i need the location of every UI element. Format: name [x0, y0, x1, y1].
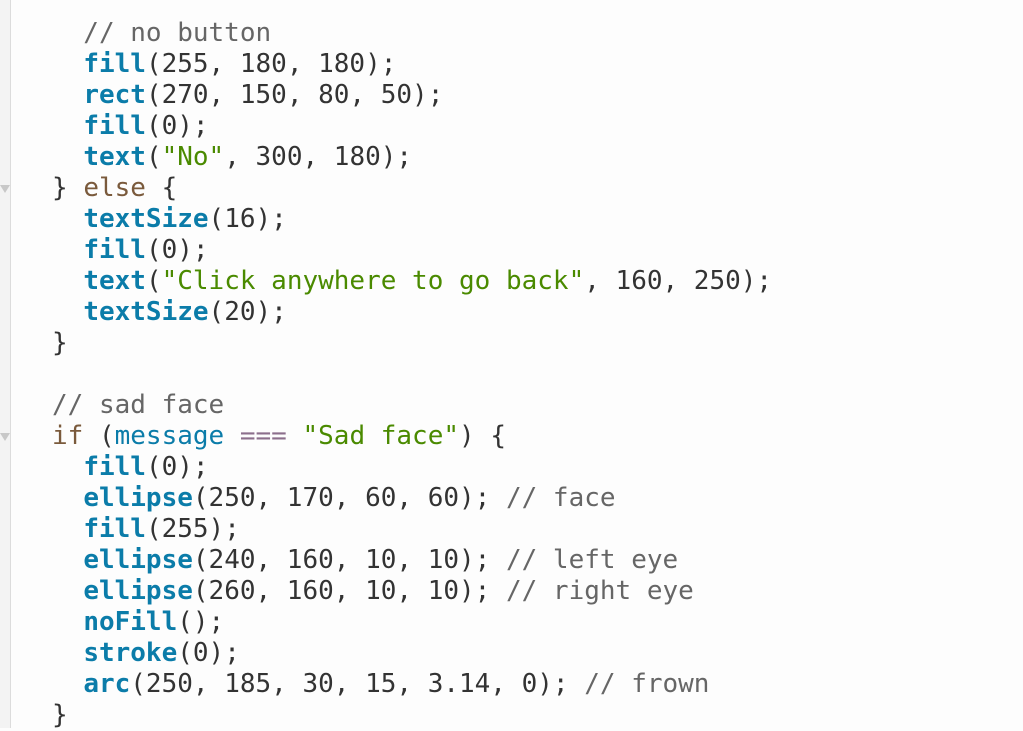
code-text: (16);: [208, 204, 287, 234]
string-token: "Click anywhere to go back": [161, 266, 585, 296]
code-text: [224, 421, 240, 451]
code-text: [52, 204, 83, 234]
function-token: ellipse: [83, 576, 193, 606]
keyword-token: else: [83, 173, 146, 203]
function-token: text: [83, 142, 146, 172]
code-line[interactable]: stroke(0);: [52, 638, 772, 669]
string-token: "No": [161, 142, 225, 172]
code-line[interactable]: textSize(16);: [52, 204, 772, 235]
function-token: ellipse: [83, 483, 193, 513]
comment-token: // left eye: [505, 545, 679, 575]
code-line[interactable]: fill(0);: [52, 111, 772, 142]
function-token: ellipse: [83, 545, 193, 575]
code-line[interactable]: ellipse(250, 170, 60, 60); // face: [52, 483, 772, 514]
code-text: (20);: [208, 297, 287, 327]
code-text: [287, 421, 303, 451]
function-token: arc: [83, 669, 131, 699]
code-text: [52, 607, 83, 637]
code-text: [52, 514, 83, 544]
code-line[interactable]: if (message === "Sad face") {: [52, 421, 772, 452]
code-text: (270, 150, 80, 50);: [145, 80, 444, 110]
function-token: fill: [83, 514, 146, 544]
code-text: }: [52, 328, 68, 358]
code-text: [52, 297, 83, 327]
code-line[interactable]: rect(270, 150, 80, 50);: [52, 80, 772, 111]
function-token: fill: [83, 235, 146, 265]
function-token: text: [83, 266, 146, 296]
code-text: (250, 170, 60, 60);: [192, 483, 506, 513]
code-line[interactable]: arc(250, 185, 30, 15, 3.14, 0); // frown: [52, 669, 772, 700]
code-line[interactable]: }: [52, 328, 772, 359]
code-text: (255, 180, 180);: [145, 49, 397, 79]
code-line[interactable]: text("No", 300, 180);: [52, 142, 772, 173]
code-text: {: [145, 173, 178, 203]
code-text: [52, 80, 83, 110]
code-text: [52, 638, 83, 668]
code-text: }: [52, 700, 68, 730]
code-text: [52, 545, 83, 575]
function-token: stroke: [83, 638, 178, 668]
function-token: textSize: [83, 297, 209, 327]
code-line[interactable]: fill(0);: [52, 235, 772, 266]
code-line[interactable]: textSize(20);: [52, 297, 772, 328]
code-text: (: [145, 266, 162, 296]
code-text: (0);: [177, 638, 240, 668]
code-line[interactable]: [52, 359, 772, 390]
function-token: fill: [83, 111, 146, 141]
comment-token: // sad face: [52, 390, 225, 420]
code-text: [52, 235, 83, 265]
function-token: fill: [83, 452, 146, 482]
variable-token: message: [114, 421, 225, 451]
code-text: [52, 142, 83, 172]
code-text: (: [83, 421, 115, 451]
code-line[interactable]: text("Click anywhere to go back", 160, 2…: [52, 266, 772, 297]
function-token: textSize: [83, 204, 209, 234]
code-text: }: [52, 173, 84, 203]
code-text: , 300, 180);: [224, 142, 413, 172]
function-token: fill: [83, 49, 146, 79]
fold-arrow-icon[interactable]: [0, 185, 10, 193]
keyword-token: if: [52, 421, 84, 451]
code-text: (255);: [145, 514, 240, 544]
fold-arrow-icon[interactable]: [0, 433, 10, 441]
code-line[interactable]: }: [52, 700, 772, 731]
code-line[interactable]: ellipse(260, 160, 10, 10); // right eye: [52, 576, 772, 607]
function-token: rect: [83, 80, 146, 110]
comment-token: // right eye: [505, 576, 694, 606]
code-text: (0);: [145, 235, 209, 265]
code-text: , 160, 250);: [584, 266, 773, 296]
comment-token: // frown: [584, 669, 710, 699]
code-text: (0);: [145, 111, 209, 141]
code-line[interactable]: ellipse(240, 160, 10, 10); // left eye: [52, 545, 772, 576]
code-text: ();: [177, 607, 225, 637]
code-line[interactable]: fill(255, 180, 180);: [52, 49, 772, 80]
code-text: [52, 111, 83, 141]
code-text: (260, 160, 10, 10);: [192, 576, 506, 606]
comment-token: // no button: [52, 18, 272, 48]
comment-token: // face: [505, 483, 616, 513]
code-line[interactable]: // no button: [52, 18, 772, 49]
code-text: (0);: [145, 452, 209, 482]
code-line[interactable]: fill(255);: [52, 514, 772, 545]
code-text: (: [145, 142, 162, 172]
code-text: ) {: [459, 421, 506, 451]
code-line[interactable]: fill(0);: [52, 452, 772, 483]
function-token: noFill: [83, 607, 178, 637]
string-token: "Sad face": [302, 421, 460, 451]
code-text: [52, 452, 83, 482]
operator-token: ===: [239, 421, 287, 451]
editor-gutter: [0, 0, 11, 728]
code-text: [52, 669, 83, 699]
code-text: (240, 160, 10, 10);: [192, 545, 506, 575]
code-line[interactable]: // sad face: [52, 390, 772, 421]
code-text: [52, 483, 83, 513]
code-text: [52, 49, 83, 79]
code-text: (250, 185, 30, 15, 3.14, 0);: [130, 669, 585, 699]
code-text: [52, 576, 83, 606]
code-line[interactable]: } else {: [52, 173, 772, 204]
code-line[interactable]: noFill();: [52, 607, 772, 638]
code-editor[interactable]: // no button fill(255, 180, 180); rect(2…: [52, 18, 772, 731]
code-text: [52, 266, 83, 296]
